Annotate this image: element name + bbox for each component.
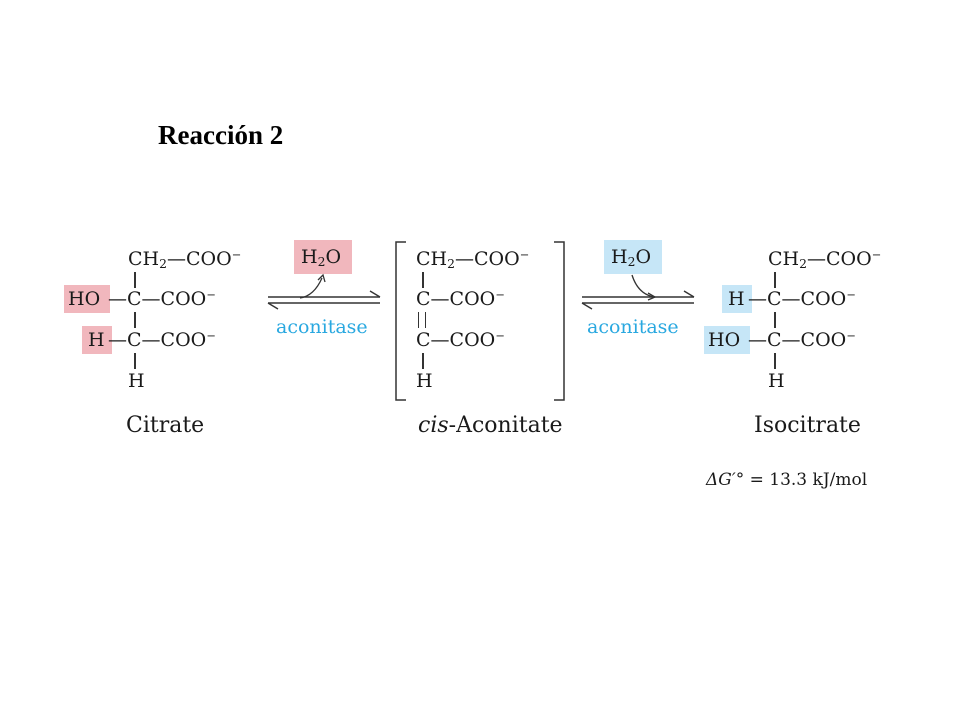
water-added-label: H2O (611, 246, 652, 270)
enzyme-label-1: aconitase (276, 316, 368, 338)
aconitate-row3: C—COO− (416, 328, 505, 351)
isocitrate-row1: CH2—COO− (768, 247, 882, 272)
water-released-label: H2O (301, 246, 342, 270)
isocitrate-ho-label: HO (708, 329, 741, 351)
page-title: Reacción 2 (158, 120, 284, 150)
citrate-ho-label: HO (68, 288, 101, 310)
isocitrate-row2: —C—COO− (748, 287, 856, 310)
isocitrate-row4: H (768, 370, 785, 392)
citrate-bond-3 (134, 353, 136, 369)
aconitate-row2: C—COO− (416, 287, 505, 310)
isocitrate-ho-highlight (704, 326, 750, 354)
isocitrate-name: Isocitrate (754, 413, 861, 438)
delta-g-number: = 13.3 kJ/mol (749, 470, 868, 490)
aconitate-name: cis-Aconitate (418, 413, 563, 438)
citrate-row2: —C—COO− (108, 287, 216, 310)
citrate-h-label: H (88, 329, 105, 351)
aconitate-double-bond (418, 312, 426, 328)
delta-g-value: ΔG′° = 13.3 kJ/mol (706, 472, 867, 489)
citrate-bond-2 (134, 312, 136, 328)
citrate-bond-1 (134, 272, 136, 288)
water-released-highlight (294, 240, 352, 274)
isocitrate-h-label: H (728, 288, 745, 310)
citrate-name: Citrate (126, 413, 205, 438)
citrate-row1: CH2—COO− (128, 247, 242, 272)
isocitrate-row3: —C—COO− (748, 328, 856, 351)
aconitate-bond-3 (422, 353, 424, 369)
citrate-h-highlight (82, 326, 112, 354)
equilibrium-arrows-1 (267, 273, 381, 310)
left-bracket (395, 241, 406, 401)
delta-g-symbol: ΔG′° (706, 470, 745, 490)
isocitrate-h-highlight (722, 285, 752, 313)
right-bracket (554, 241, 565, 401)
citrate-row4: H (128, 370, 145, 392)
aconitate-row4: H (416, 370, 433, 392)
isocitrate-bond-2 (774, 312, 776, 328)
isocitrate-bond-3 (774, 353, 776, 369)
water-added-highlight (604, 240, 662, 274)
enzyme-label-2: aconitase (587, 316, 679, 338)
aconitate-row1: CH2—COO− (416, 247, 530, 272)
isocitrate-bond-1 (774, 272, 776, 288)
equilibrium-arrows-2 (581, 274, 695, 310)
aconitate-bond-1 (422, 272, 424, 288)
citrate-ho-highlight (64, 285, 110, 313)
citrate-row3: —C—COO− (108, 328, 216, 351)
